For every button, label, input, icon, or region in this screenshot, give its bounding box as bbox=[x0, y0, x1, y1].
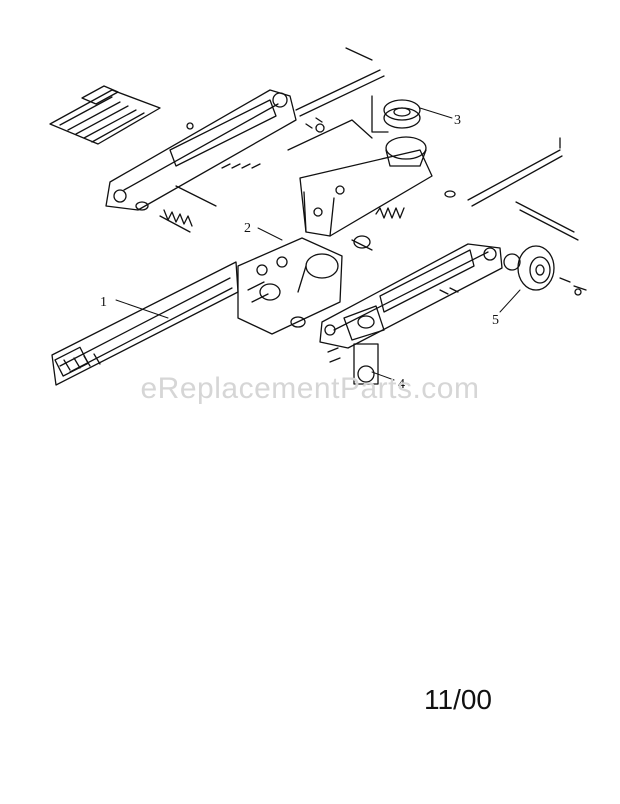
date-code: 11/00 bbox=[424, 684, 492, 715]
watermark: eReplacementParts.com bbox=[140, 372, 480, 405]
callout-1: 1 bbox=[100, 295, 107, 310]
callout-4: 4 bbox=[398, 377, 405, 392]
gear-motor-assembly bbox=[237, 237, 343, 335]
callout-3: 3 bbox=[454, 113, 461, 128]
right-rod bbox=[444, 137, 579, 241]
upper-arm-plate bbox=[105, 89, 297, 211]
upper-pulley bbox=[371, 95, 427, 167]
caster-clamp bbox=[327, 305, 385, 385]
callout-2: 2 bbox=[244, 221, 251, 236]
top-rod bbox=[295, 47, 385, 133]
callout-5: 5 bbox=[492, 313, 499, 328]
middle-springs bbox=[351, 207, 405, 251]
center-bracket bbox=[287, 119, 433, 237]
drive-wheel bbox=[503, 245, 587, 296]
lower-right-arm bbox=[319, 243, 503, 349]
handle-lever bbox=[51, 261, 239, 386]
upper-grate bbox=[49, 85, 161, 145]
callout-leaders bbox=[115, 107, 521, 381]
left-springs bbox=[135, 185, 217, 233]
